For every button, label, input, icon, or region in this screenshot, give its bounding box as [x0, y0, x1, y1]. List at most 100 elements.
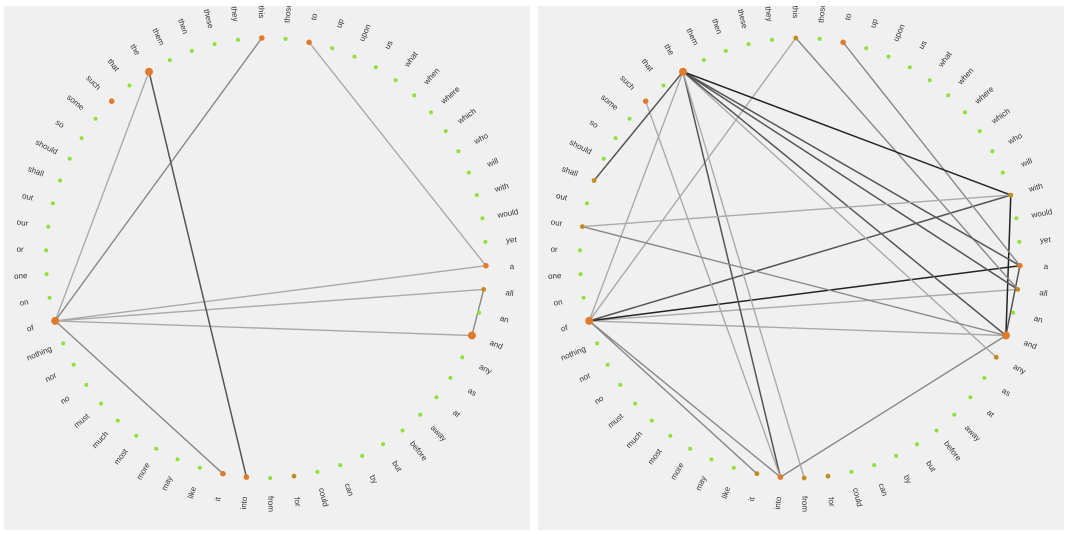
- node-with[interactable]: [474, 193, 479, 198]
- node-yet[interactable]: [483, 239, 488, 244]
- node-into[interactable]: [243, 474, 250, 480]
- node-but[interactable]: [381, 442, 385, 447]
- node-they[interactable]: [236, 37, 240, 42]
- node-so[interactable]: [79, 136, 84, 141]
- node-like[interactable]: [197, 465, 202, 470]
- node-as[interactable]: [982, 375, 987, 380]
- node-should[interactable]: [67, 156, 72, 161]
- node-nor[interactable]: [71, 362, 76, 367]
- node-such[interactable]: [642, 98, 649, 104]
- node-who[interactable]: [456, 149, 461, 154]
- node-those[interactable]: [817, 36, 822, 41]
- node-which[interactable]: [443, 129, 448, 134]
- node-the[interactable]: [145, 67, 153, 76]
- node-which[interactable]: [977, 129, 982, 134]
- node-like[interactable]: [731, 465, 736, 470]
- node-much[interactable]: [649, 418, 654, 423]
- node-before[interactable]: [934, 428, 939, 433]
- node-much[interactable]: [115, 418, 120, 423]
- node-one[interactable]: [578, 272, 583, 277]
- node-of[interactable]: [51, 316, 60, 325]
- node-these[interactable]: [746, 42, 751, 47]
- node-may[interactable]: [175, 457, 180, 462]
- node-us[interactable]: [907, 65, 912, 70]
- node-upon[interactable]: [352, 54, 357, 59]
- node-could[interactable]: [849, 469, 854, 474]
- node-must[interactable]: [99, 401, 104, 406]
- node-by[interactable]: [360, 453, 365, 458]
- node-for[interactable]: [825, 473, 831, 479]
- node-they[interactable]: [770, 37, 774, 42]
- node-no[interactable]: [618, 382, 623, 387]
- node-the[interactable]: [679, 67, 687, 76]
- node-our[interactable]: [579, 224, 585, 230]
- node-at[interactable]: [434, 395, 439, 400]
- node-those[interactable]: [283, 36, 288, 41]
- node-will[interactable]: [1000, 170, 1005, 175]
- node-some[interactable]: [627, 116, 632, 121]
- node-our[interactable]: [46, 224, 51, 229]
- node-nor[interactable]: [605, 362, 610, 367]
- node-any[interactable]: [460, 355, 465, 360]
- node-a[interactable]: [483, 262, 489, 269]
- node-that[interactable]: [127, 83, 132, 88]
- node-yet[interactable]: [1017, 239, 1022, 244]
- node-what[interactable]: [927, 78, 932, 83]
- node-these[interactable]: [212, 42, 217, 47]
- node-before[interactable]: [400, 428, 405, 433]
- node-shall[interactable]: [591, 178, 597, 183]
- node-would[interactable]: [480, 216, 485, 221]
- node-some[interactable]: [93, 116, 98, 121]
- node-most[interactable]: [134, 433, 139, 438]
- node-what[interactable]: [393, 78, 398, 83]
- node-may[interactable]: [709, 457, 714, 462]
- node-from[interactable]: [801, 475, 807, 481]
- node-when[interactable]: [412, 93, 417, 98]
- node-of[interactable]: [585, 316, 594, 325]
- node-one[interactable]: [44, 272, 49, 277]
- node-upon[interactable]: [886, 54, 891, 59]
- node-any[interactable]: [993, 354, 999, 360]
- node-or[interactable]: [44, 248, 49, 253]
- node-on[interactable]: [581, 295, 586, 300]
- node-then[interactable]: [723, 48, 728, 53]
- node-it[interactable]: [220, 470, 226, 477]
- node-all[interactable]: [481, 287, 487, 292]
- node-shall[interactable]: [58, 178, 63, 183]
- node-by[interactable]: [894, 453, 899, 458]
- node-with[interactable]: [1008, 192, 1014, 198]
- node-up[interactable]: [864, 46, 869, 51]
- node-so[interactable]: [613, 136, 618, 141]
- node-most[interactable]: [668, 433, 673, 438]
- node-all[interactable]: [1015, 287, 1021, 292]
- node-can[interactable]: [872, 463, 877, 468]
- node-or[interactable]: [578, 248, 583, 253]
- node-as[interactable]: [448, 375, 453, 380]
- node-no[interactable]: [84, 382, 89, 387]
- node-this[interactable]: [259, 35, 265, 41]
- node-where[interactable]: [428, 110, 433, 115]
- node-it[interactable]: [754, 471, 760, 477]
- node-from[interactable]: [268, 476, 273, 480]
- node-them[interactable]: [167, 58, 172, 63]
- node-a[interactable]: [1017, 262, 1023, 269]
- node-to[interactable]: [306, 39, 312, 46]
- node-away[interactable]: [952, 412, 957, 417]
- node-must[interactable]: [633, 401, 638, 406]
- node-up[interactable]: [330, 46, 335, 51]
- node-when[interactable]: [946, 93, 951, 98]
- node-more[interactable]: [688, 446, 693, 451]
- node-to[interactable]: [840, 39, 846, 46]
- node-nothing[interactable]: [61, 341, 66, 346]
- node-can[interactable]: [338, 463, 343, 468]
- node-away[interactable]: [418, 412, 423, 417]
- node-more[interactable]: [154, 446, 159, 451]
- node-such[interactable]: [108, 98, 115, 104]
- node-should[interactable]: [601, 156, 606, 161]
- node-out[interactable]: [584, 201, 589, 206]
- node-into[interactable]: [777, 474, 784, 480]
- node-this[interactable]: [793, 35, 799, 41]
- node-out[interactable]: [50, 201, 55, 206]
- node-an[interactable]: [477, 310, 482, 315]
- node-us[interactable]: [373, 65, 378, 70]
